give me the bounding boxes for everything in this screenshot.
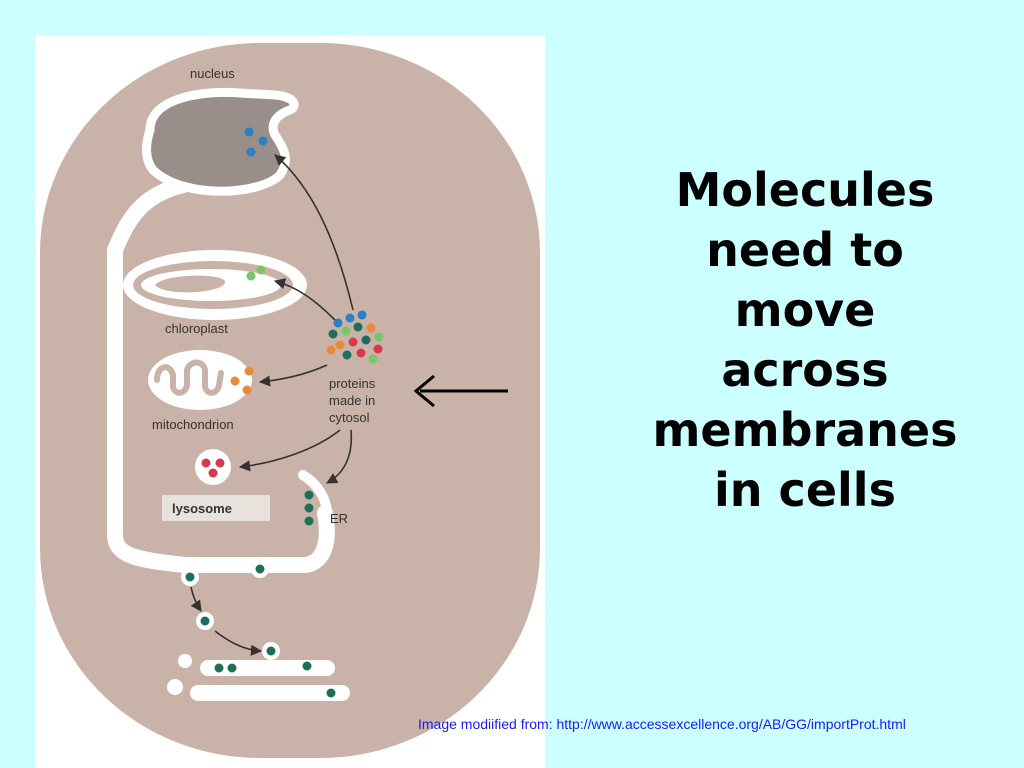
cytosol-protein-pool [326,310,384,364]
protein-dot [304,516,314,526]
nuclear-envelope [142,87,299,196]
protein-dot [326,688,336,698]
er-membrane [298,470,332,520]
protein-dot [215,458,225,468]
protein-dot [246,147,256,157]
figure-panel: nucleus chloroplast mitochondrion protei… [35,35,545,768]
protein-dot [227,663,237,673]
left-arrow-icon [413,374,508,408]
protein-sorting-diagram: nucleus chloroplast mitochondrion protei… [40,43,540,758]
title-line: in cells [714,463,896,517]
protein-dot [201,458,211,468]
title-line: across [721,343,889,397]
proteins-label-line2: made in [329,393,375,408]
protein-dot [185,572,195,582]
er-label: ER [330,511,348,526]
protein-dot [230,376,240,386]
endomembrane-channel [107,172,335,573]
protein-dot [244,366,254,376]
source-credit: Image modiified from: http://www.accesse… [418,716,906,732]
proteins-label-line3: cytosol [329,410,370,425]
protein-dot [258,136,268,146]
golgi-vesicle [167,679,183,695]
protein-dot [200,616,210,626]
golgi-vesicle [178,654,192,668]
cell-body [40,43,540,758]
title-line: Molecules [675,163,935,217]
protein-dot [242,385,252,395]
mitochondrion-label: mitochondrion [152,417,234,432]
protein-dot [304,503,314,513]
protein-dot [304,490,314,500]
lysosome-label: lysosome [172,501,232,516]
proteins-label-line1: proteins [329,376,376,391]
protein-dot [214,663,224,673]
protein-dot [208,468,218,478]
mitochondrion [148,350,252,410]
mitochondrion-cristae [154,359,224,396]
chloroplast-label: chloroplast [165,321,228,336]
title-line: need to [706,223,904,277]
protein-dot [256,265,266,275]
lysosome-label-box [162,495,270,521]
chloroplast-granum [155,275,225,293]
protein-dot [244,127,254,137]
lysosome [195,449,231,485]
title-line: move [734,283,876,337]
title-line: membranes [652,403,958,457]
protein-dot [266,646,276,656]
golgi-cisterna-2 [190,685,350,701]
slide-title: Molecules need to move across membranes … [600,160,1010,520]
protein-dot [246,271,256,281]
protein-dot [302,661,312,671]
protein-dot [255,564,265,574]
nucleus-label: nucleus [190,66,235,81]
sorting-arrows [190,154,354,656]
